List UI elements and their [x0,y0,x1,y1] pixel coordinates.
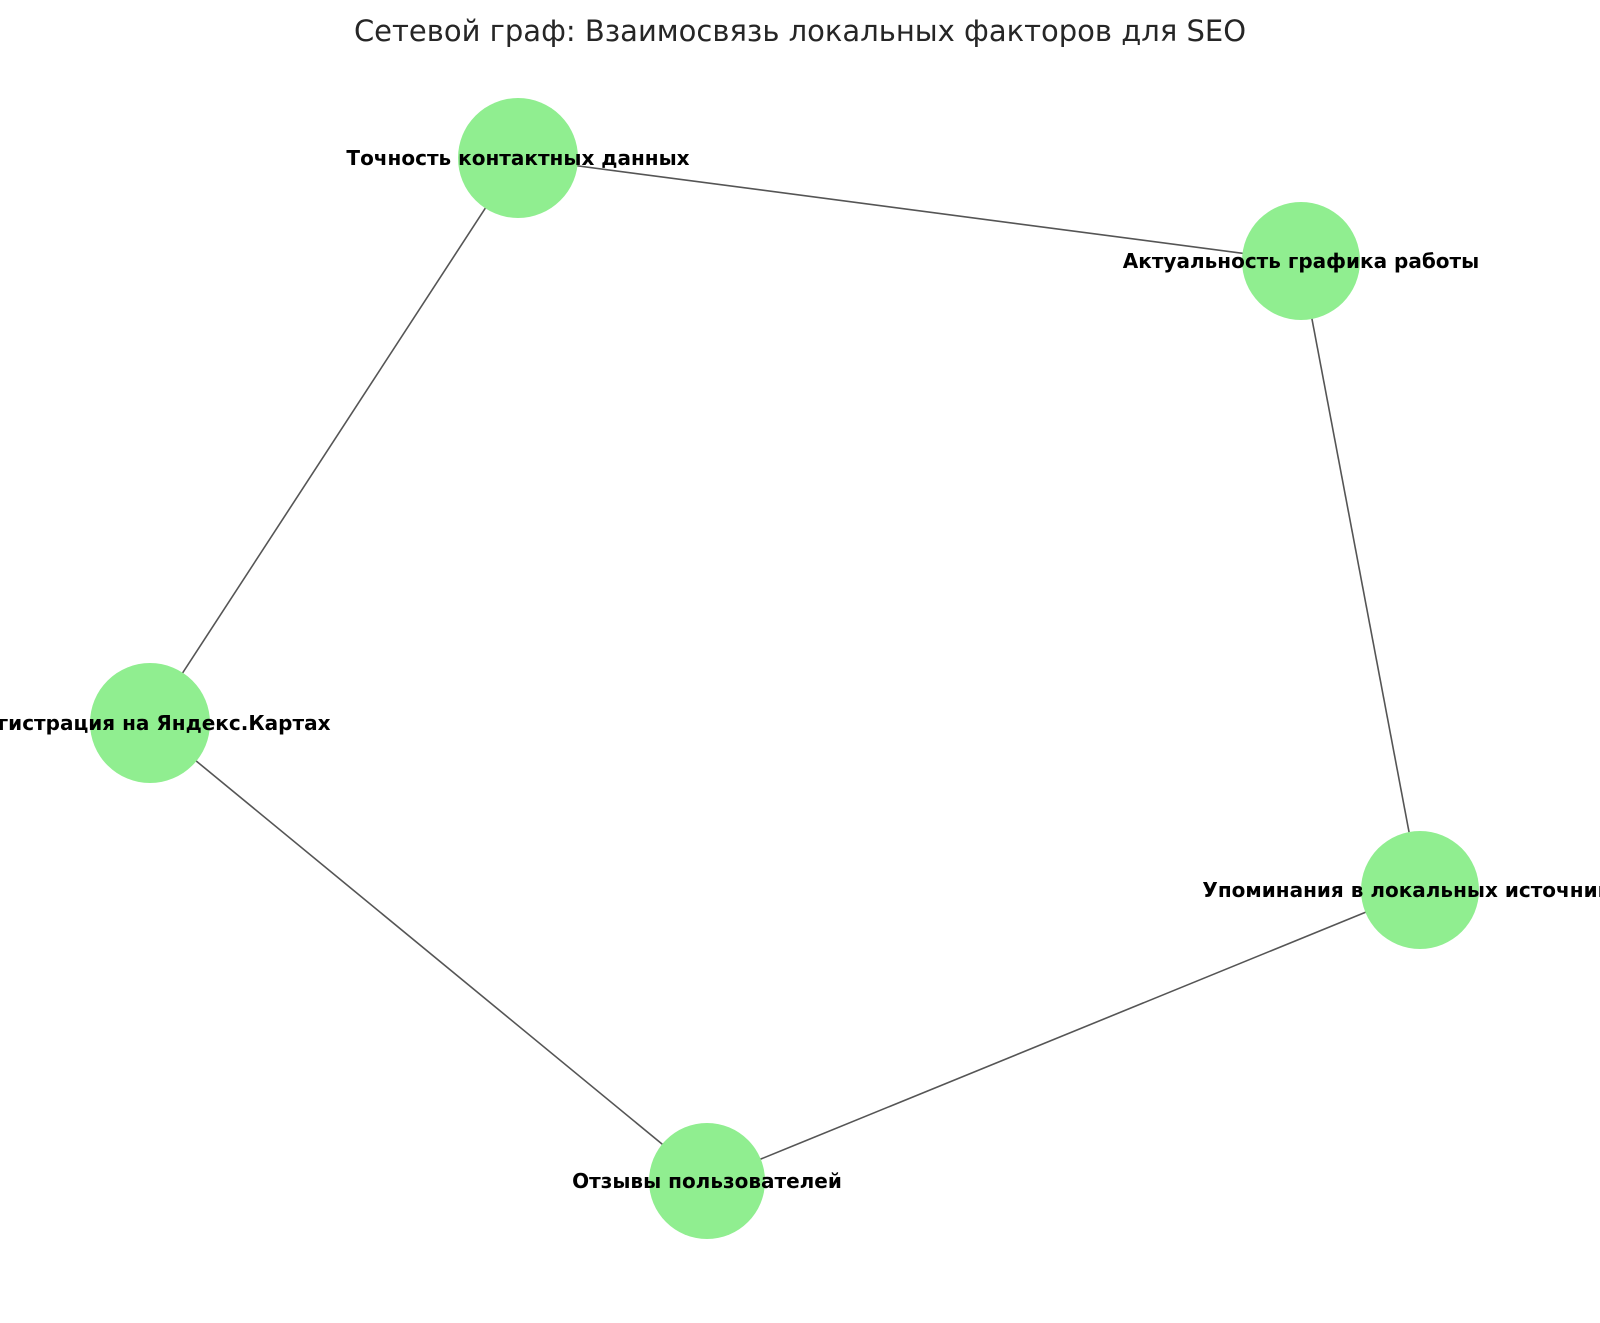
graph-node[interactable] [458,98,578,218]
nodes-layer [90,98,1479,1239]
graph-edge [1300,260,1421,891]
graph-node[interactable] [1242,202,1360,320]
graph-edge [149,157,519,724]
graph-edge [706,889,1421,1182]
graph-edge [149,722,708,1182]
graph-edge [517,157,1302,262]
edges-layer [149,157,1421,1182]
page-title: Сетевой граф: Взаимосвязь локальных факт… [353,14,1247,48]
graph-node[interactable] [649,1123,765,1239]
graph-node[interactable] [90,663,210,783]
graph-node[interactable] [1361,831,1479,949]
